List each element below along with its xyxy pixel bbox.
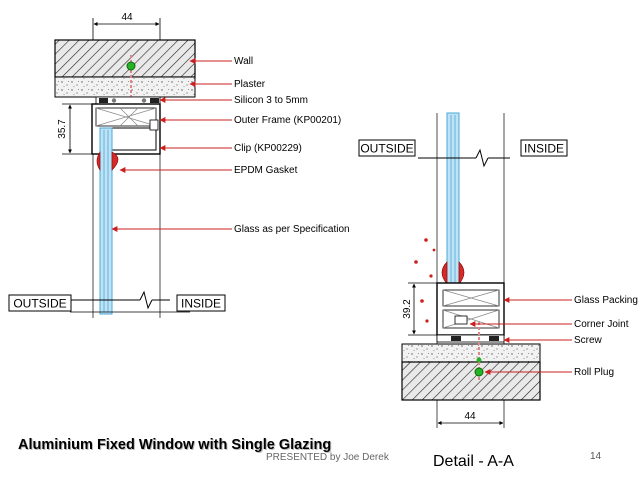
plaster-layer [54,76,196,98]
left-epdm-gasket [111,151,119,171]
left-epdm-gasket-outer [96,151,101,171]
callout-glass: Glass as per Specification [234,224,350,235]
callout-outer-frame: Outer Frame (KP00201) [234,115,341,126]
left-height-dimension: 35.7 [57,103,92,155]
right-height-dimension: 39.2 [402,282,437,336]
callout-wall: Wall [234,56,253,67]
callout-glass-packing: Glass Packing [574,295,638,306]
right-outside-label: OUTSIDE [360,142,413,156]
left-glass-pane [99,127,113,315]
page-number: 14 [590,451,602,462]
right-epdm-gasket-inner [458,261,465,285]
right-width-dimension: 44 [437,411,504,425]
callout-clip: Clip (KP00229) [234,143,302,154]
left-width-dimension: 44 [92,12,161,40]
sill-frame-profile [436,282,505,336]
right-outside-box: OUTSIDE [358,139,416,157]
left-roll-plug [126,55,136,104]
left-inside-box: INSIDE [176,294,226,312]
right-screw-plug [474,322,484,380]
left-width-value: 44 [121,12,133,23]
silicon-seal [95,96,161,105]
water-drops [414,238,436,323]
left-outside-label: OUTSIDE [13,297,66,311]
right-height-value: 39.2 [402,299,413,319]
left-section-break [60,154,190,318]
left-height-value: 35.7 [57,119,68,139]
right-inside-box: INSIDE [520,139,568,157]
left-section: 44 [8,12,350,318]
left-inside-label: INSIDE [181,297,221,311]
right-width-value: 44 [464,411,476,422]
callout-corner-joint: Corner Joint [574,319,629,330]
callout-gasket: EPDM Gasket [234,165,298,176]
right-callouts: Glass Packing Corner Joint Screw Roll Pl… [469,295,638,378]
callout-silicon: Silicon 3 to 5mm [234,95,308,106]
callout-plaster: Plaster [234,79,266,90]
slide-title: Aluminium Fixed Window with Single Glazi… [18,437,332,453]
wall-block [54,39,196,78]
right-wall-block [401,361,541,401]
right-section-break [418,148,510,168]
callout-roll-plug: Roll Plug [574,367,614,378]
right-glass-pane [446,112,460,292]
right-plaster-layer [401,343,541,363]
right-inside-label: INSIDE [524,142,564,156]
left-callouts: Wall Plaster Silicon 3 to 5mm Outer Fram… [111,56,350,235]
right-section: OUTSIDE INSIDE [358,112,638,428]
right-silicon-seal [436,334,505,343]
detail-title: Detail - A-A [433,453,514,470]
right-epdm-gasket-outer [441,261,448,285]
callout-screw: Screw [574,335,603,346]
left-outside-box: OUTSIDE [8,294,72,312]
presenter-credit: PRESENTED by Joe Derek [266,452,389,463]
